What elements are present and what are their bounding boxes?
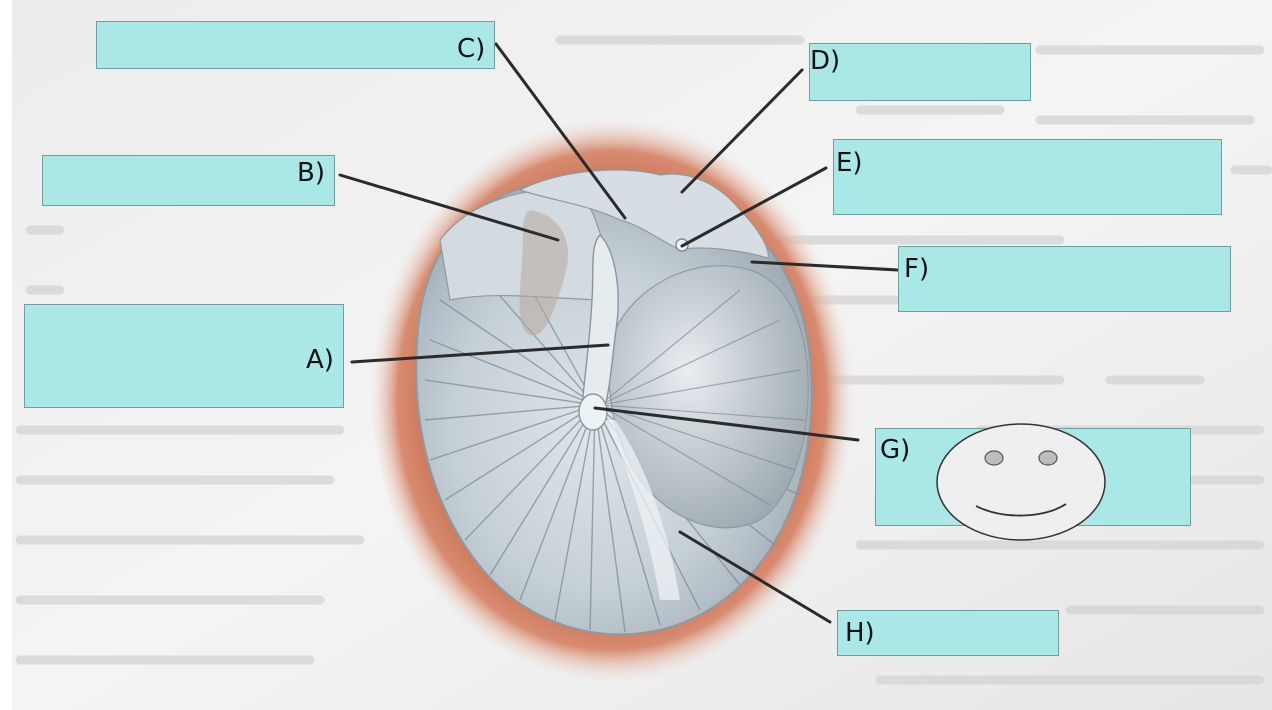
leader-line-e	[680, 166, 828, 248]
leader-line-f	[750, 260, 900, 272]
leader-line-g	[593, 406, 860, 442]
leader-line-d	[680, 68, 804, 194]
label-e: E)	[836, 148, 863, 178]
leader-line-h	[678, 530, 832, 624]
bulge-fibers	[599, 289, 806, 506]
label-c: C)	[457, 34, 486, 64]
answer-box-d[interactable]	[809, 43, 1031, 101]
smiley-right-eye	[1038, 450, 1058, 466]
answer-box-c[interactable]	[96, 21, 495, 69]
leader-line-b	[338, 173, 560, 242]
label-g: G)	[880, 435, 911, 465]
smiley-left-eye	[984, 450, 1004, 466]
umbo	[578, 393, 608, 431]
malleolar-fold	[518, 169, 769, 259]
smiley-mouth	[975, 503, 1067, 517]
background-print-lines	[15, 35, 1272, 685]
answer-box-a[interactable]	[24, 304, 344, 408]
label-h: H)	[845, 618, 875, 648]
label-f: F)	[904, 254, 930, 284]
label-d: D)	[810, 46, 841, 76]
answer-box-b[interactable]	[42, 155, 335, 206]
smiley-face-icon	[936, 423, 1106, 541]
leader-line-a	[350, 343, 610, 364]
leader-line-c	[494, 42, 627, 220]
malleus-shadow	[519, 210, 569, 336]
leader-lines	[338, 42, 900, 624]
label-b: B)	[297, 158, 325, 188]
cone-of-light	[605, 420, 680, 600]
left-border-strip	[0, 0, 12, 710]
label-a: A)	[306, 345, 334, 375]
answer-box-f[interactable]	[898, 246, 1231, 312]
answer-box-e[interactable]	[833, 139, 1222, 215]
answer-box-h[interactable]	[837, 610, 1059, 656]
